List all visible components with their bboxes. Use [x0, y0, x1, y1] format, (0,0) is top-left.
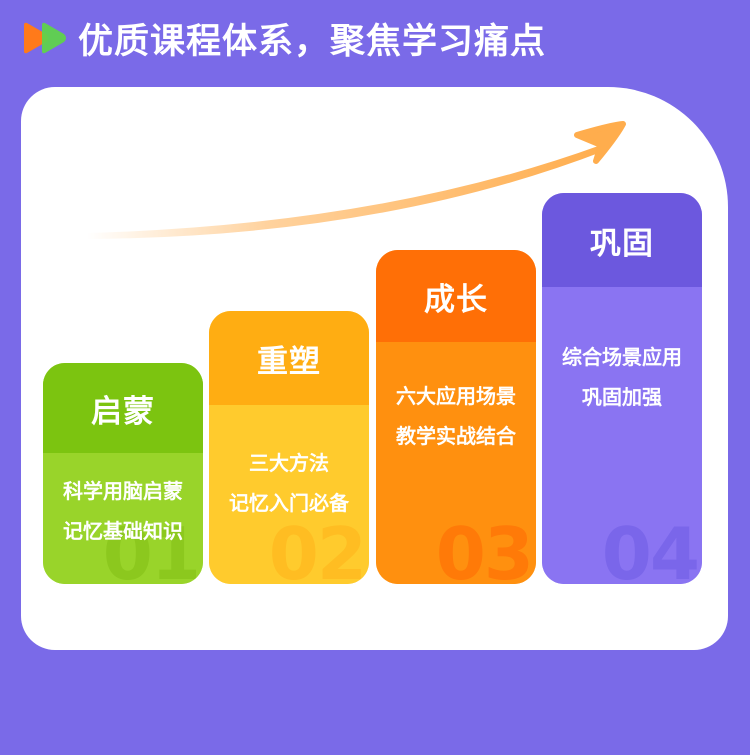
step-column-reshape: 重塑 02 三大方法记忆入门必备 [209, 311, 369, 584]
step-number: 04 [601, 512, 700, 584]
step-description-line: 综合场景应用 [562, 345, 682, 369]
step-description-line: 巩固加强 [582, 385, 662, 409]
course-card: 启蒙 01 科学用脑启蒙记忆基础知识 重塑 02 三大方法记忆入门必备 成长 03 六大应用场景… [21, 87, 728, 650]
play-arrows-icon [20, 21, 70, 55]
step-description-line: 六大应用场景 [396, 384, 516, 408]
page-title: 优质课程体系，聚焦学习痛点 [78, 21, 547, 62]
step-title: 巩固 [542, 193, 702, 287]
step-description-line: 科学用脑启蒙 [63, 479, 183, 503]
step-title: 成长 [376, 250, 536, 342]
step-description-line: 教学实战结合 [396, 424, 516, 448]
page-header: 优质课程体系，聚焦学习痛点 [20, 14, 546, 62]
step-title: 重塑 [209, 311, 369, 405]
step-title: 启蒙 [43, 363, 203, 453]
step-body: 01 科学用脑启蒙记忆基础知识 [43, 453, 203, 584]
step-number: 03 [435, 512, 534, 584]
step-body: 03 六大应用场景教学实战结合 [376, 342, 536, 584]
step-description-line: 记忆入门必备 [229, 491, 349, 515]
step-column-grow: 成长 03 六大应用场景教学实战结合 [376, 250, 536, 584]
step-column-enlighten: 启蒙 01 科学用脑启蒙记忆基础知识 [43, 363, 203, 584]
step-body: 02 三大方法记忆入门必备 [209, 405, 369, 584]
step-description-line: 记忆基础知识 [63, 519, 183, 543]
step-body: 04 综合场景应用巩固加强 [542, 287, 702, 584]
step-number: 02 [268, 512, 367, 584]
step-description-line: 三大方法 [249, 451, 329, 475]
step-number: 01 [102, 512, 201, 584]
growth-arrow-icon [87, 121, 626, 239]
step-column-consolidate: 巩固 04 综合场景应用巩固加强 [542, 193, 702, 584]
